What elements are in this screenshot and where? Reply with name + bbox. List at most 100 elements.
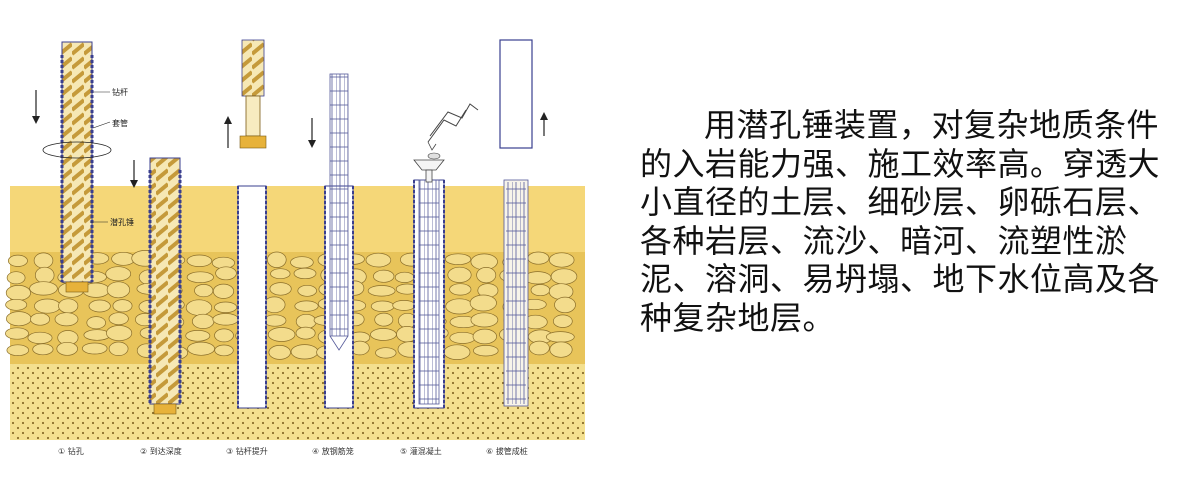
- stage-label-3: ③ 钻杆提升: [226, 446, 268, 456]
- pebble: [295, 313, 317, 330]
- pebble: [86, 316, 106, 330]
- pebble: [530, 284, 551, 297]
- pebble: [187, 341, 215, 356]
- pebble: [476, 267, 497, 284]
- pebble: [6, 344, 30, 356]
- stage-3-lift-rod: [224, 39, 267, 409]
- pebble: [194, 284, 214, 298]
- pebble: [106, 281, 131, 299]
- pebble: [293, 267, 317, 280]
- pebble: [56, 341, 78, 356]
- stage-6-pull-casing: [499, 39, 548, 407]
- pebble: [374, 312, 394, 327]
- pebble: [443, 344, 471, 360]
- pebble: [445, 253, 472, 265]
- pebble: [548, 283, 574, 300]
- pebble: [470, 312, 499, 328]
- pebble: [545, 331, 575, 343]
- pebble: [186, 271, 214, 283]
- pebble: [214, 328, 234, 343]
- pebble: [550, 268, 578, 285]
- bottom-sand-dots: [10, 364, 585, 440]
- pebble: [34, 298, 61, 314]
- pebble: [185, 299, 213, 316]
- pebble: [267, 251, 287, 268]
- pebble: [290, 344, 319, 360]
- pebble: [34, 266, 55, 284]
- pebble: [5, 285, 31, 301]
- pebble: [373, 269, 395, 283]
- stage-4-rebar-cage: [308, 73, 354, 409]
- pebble: [447, 266, 472, 283]
- pebble: [269, 282, 292, 296]
- pebble: [548, 252, 575, 268]
- pebble: [375, 347, 397, 359]
- stage-1-drilling: 钻杆 套管 潜孔锤: [32, 41, 134, 293]
- pebble: [297, 284, 317, 297]
- pebble: [554, 296, 576, 314]
- pebble: [529, 340, 550, 356]
- pebble: [449, 331, 476, 344]
- pebble: [112, 299, 133, 313]
- pebble: [267, 327, 296, 342]
- pebble: [106, 325, 133, 342]
- pebble: [6, 311, 32, 327]
- pebble: [263, 296, 286, 314]
- pebble: [5, 298, 28, 311]
- pebble: [58, 298, 79, 314]
- pebble: [370, 328, 397, 341]
- pebble: [108, 341, 129, 356]
- pebble: [7, 254, 28, 267]
- stage-label-1: ① 钻孔: [58, 446, 84, 456]
- pebble: [527, 251, 550, 265]
- construction-process-diagram: 钻杆 套管 潜孔锤: [5, 39, 585, 456]
- pebble: [212, 313, 239, 326]
- pebble: [215, 266, 237, 281]
- description-paragraph: 用潜孔锤装置，对复杂地质条件的入岩能力强、施工效率高。穿透大小直径的土层、细砂层…: [640, 106, 1161, 337]
- pebble: [212, 283, 235, 299]
- soil-top-layer: [10, 186, 585, 252]
- pebble: [33, 252, 54, 269]
- pebble: [263, 314, 287, 327]
- pebble: [473, 345, 499, 357]
- pebble: [469, 294, 497, 312]
- stage-2-reach-depth: [130, 157, 182, 415]
- pebble: [552, 314, 573, 328]
- pebble: [367, 285, 396, 297]
- pebble: [294, 300, 319, 312]
- pebble: [83, 329, 111, 341]
- pebble: [105, 266, 132, 282]
- pebble: [214, 301, 238, 313]
- pebble: [392, 300, 416, 311]
- diagram-canvas: 钻杆 套管 潜孔锤: [5, 39, 585, 456]
- pebble: [29, 281, 58, 296]
- pebble: [295, 326, 316, 340]
- pebble: [472, 328, 497, 345]
- pebble: [290, 256, 314, 269]
- pebble: [32, 343, 54, 356]
- pebble: [270, 268, 291, 280]
- pebble: [549, 341, 573, 358]
- pebble: [54, 312, 79, 327]
- pebble: [186, 254, 213, 267]
- pebble: [449, 283, 472, 296]
- pebble: [27, 331, 53, 344]
- pebble: [185, 330, 211, 342]
- stage-label-6: ⑥ 拔管成桩: [486, 446, 528, 456]
- callout-drill-rod: 钻杆: [112, 87, 128, 97]
- stage-5-pour-concrete: [413, 103, 479, 409]
- pebble: [365, 252, 392, 268]
- callout-dth-hammer: 潜孔锤: [110, 217, 134, 227]
- pebble: [394, 271, 415, 283]
- callout-casing: 套管: [112, 118, 128, 128]
- pebble: [108, 312, 129, 326]
- pebble: [88, 299, 111, 313]
- pebble: [6, 271, 26, 285]
- pebble: [191, 313, 215, 329]
- pebble: [214, 344, 234, 357]
- pebble: [5, 327, 29, 340]
- pebble: [370, 300, 395, 312]
- stage-label-2: ② 到达深度: [140, 446, 182, 456]
- pebble: [81, 342, 108, 355]
